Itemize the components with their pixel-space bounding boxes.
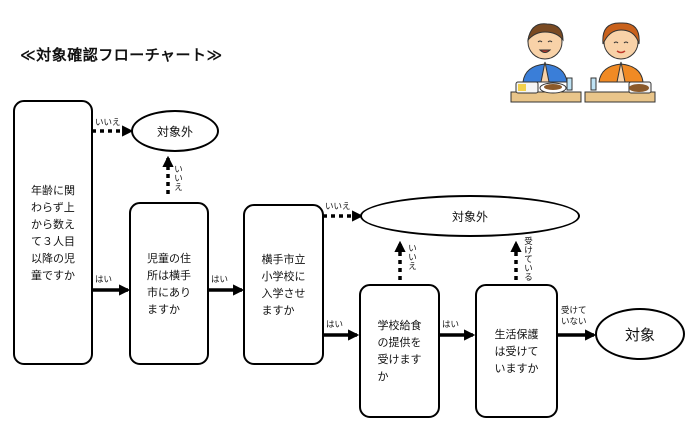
flowchart-title: ≪対象確認フローチャート≫	[20, 46, 223, 64]
label-yes-age: はい	[95, 275, 113, 285]
label-no-school: いいえ	[325, 202, 351, 212]
box-welfare-text: 生活保護 は受けて いますか	[494, 327, 539, 375]
label-no-resident: い い え	[174, 165, 183, 193]
box-age-text: 年齢に関 わらず上 から数え て３人目 以降の児 童ですか	[31, 183, 75, 282]
label-yes-resident: はい	[211, 275, 229, 285]
box-lunch-text: 学校給食 の提供を 受けます か	[377, 319, 422, 383]
label-no-lunch: い い え	[408, 244, 417, 272]
box-lunch: 学校給食 の提供を 受けます か	[359, 284, 440, 418]
girl-eating-illustration	[584, 22, 656, 103]
label-receiving: 受 け て い る	[524, 237, 533, 283]
outcome-not-target-1: 対象外	[131, 110, 219, 152]
box-school-text: 横手市立 小学校に 入学させ ますか	[261, 252, 306, 317]
box-school: 横手市立 小学校に 入学させ ますか	[243, 204, 324, 365]
box-age: 年齢に関 わらず上 から数え て３人目 以降の児 童ですか	[13, 100, 93, 365]
label-yes-school: はい	[326, 320, 344, 330]
outcome-target: 対象	[595, 308, 685, 360]
boy-eating-illustration	[510, 23, 582, 103]
label-no-age: いいえ	[95, 118, 121, 128]
label-yes-lunch: はい	[442, 320, 460, 330]
box-resident: 児童の住 所は横手 市にあり ますか	[129, 202, 209, 365]
box-welfare: 生活保護 は受けて いますか	[475, 284, 558, 418]
box-resident-text: 児童の住 所は横手 市にあり ますか	[147, 251, 191, 316]
label-not-receiving: 受けて いない	[561, 306, 587, 327]
outcome-not-target-2: 対象外	[360, 195, 580, 237]
